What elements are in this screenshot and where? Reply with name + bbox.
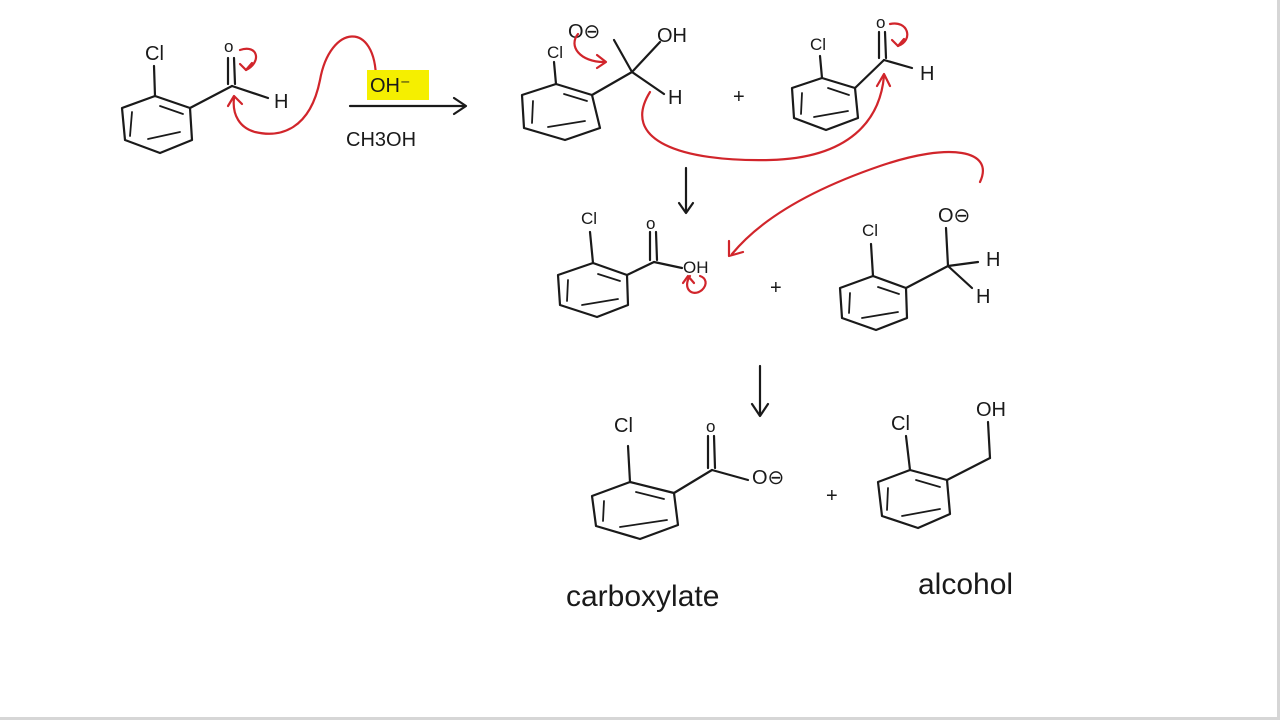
intermediate-o-minus-label: O⊖ — [568, 21, 600, 43]
second-benzaldehyde: Cl o H — [790, 13, 934, 132]
intermediate-h-label: H — [668, 87, 682, 109]
base-label: OH⁻ — [370, 75, 411, 97]
plus-sign-2: + — [770, 277, 782, 299]
alkoxide-o-minus-label: O⊖ — [938, 205, 970, 227]
carboxylate-cl-label: Cl — [614, 415, 633, 437]
arrow-proton-transfer-head — [727, 239, 745, 258]
down-arrow-1 — [677, 166, 695, 215]
reactant-cl-label: Cl — [145, 43, 164, 65]
arrow-second-co-head — [890, 37, 906, 48]
arrow-reform-carbonyl-head — [595, 53, 608, 70]
alcohol-oh-label: OH — [976, 399, 1006, 421]
step2-carboxylic-acid: Cl o OH — [556, 209, 709, 319]
alkoxide-cl-label: Cl — [862, 221, 878, 240]
alkoxide-h1-label: H — [986, 249, 1000, 271]
down-arrow-2 — [750, 364, 770, 418]
acid-o-label: o — [646, 214, 655, 233]
alcohol-cl-label: Cl — [891, 413, 910, 435]
carboxylate-o-label: o — [706, 417, 715, 436]
arrow-second-co — [888, 22, 909, 48]
caption-carboxylate: carboxylate — [566, 580, 719, 613]
arrow-hydride-transfer — [641, 74, 886, 162]
arrow-acid-deprotonate — [686, 274, 707, 294]
arrow-oh-attack-head — [226, 94, 244, 108]
acid-cl-label: Cl — [581, 209, 597, 228]
plus-sign-1: + — [733, 86, 745, 108]
intermediate-oh-label: OH — [657, 25, 687, 47]
arrow-proton-transfer — [730, 150, 984, 256]
arrow-reform-carbonyl — [573, 32, 606, 64]
second-o-label: o — [876, 13, 885, 32]
arrow-acid-deprotonate-head — [681, 274, 696, 285]
product-carboxylate-structure: Cl o O⊖ — [590, 415, 784, 541]
second-cl-label: Cl — [810, 35, 826, 54]
step2-alkoxide: Cl O⊖ H H — [838, 205, 1000, 332]
reaction-arrow-1: OH⁻ CH3OH — [346, 70, 468, 151]
plus-sign-3: + — [826, 485, 838, 507]
alkoxide-h2-label: H — [976, 286, 990, 308]
carboxylate-o-minus-label: O⊖ — [752, 467, 784, 489]
arrow-oh-attack — [232, 35, 378, 135]
base-highlight — [367, 70, 429, 100]
second-h-label: H — [920, 63, 934, 85]
arrow-co-break-head — [238, 61, 254, 72]
intermediate-cl-label: Cl — [547, 43, 563, 62]
solvent-label: CH3OH — [346, 129, 416, 151]
reactant-o-label: o — [224, 37, 233, 56]
acid-oh-label: OH — [683, 258, 709, 277]
reactant-benzaldehyde: Cl o H — [120, 37, 288, 155]
arrow-hydride-transfer-head — [875, 72, 892, 88]
product-alcohol-structure: Cl OH — [876, 399, 1006, 530]
reactant-h-label: H — [274, 91, 288, 113]
caption-alcohol: alcohol — [918, 568, 1013, 601]
tetrahedral-intermediate: Cl O⊖ OH H — [520, 21, 687, 142]
